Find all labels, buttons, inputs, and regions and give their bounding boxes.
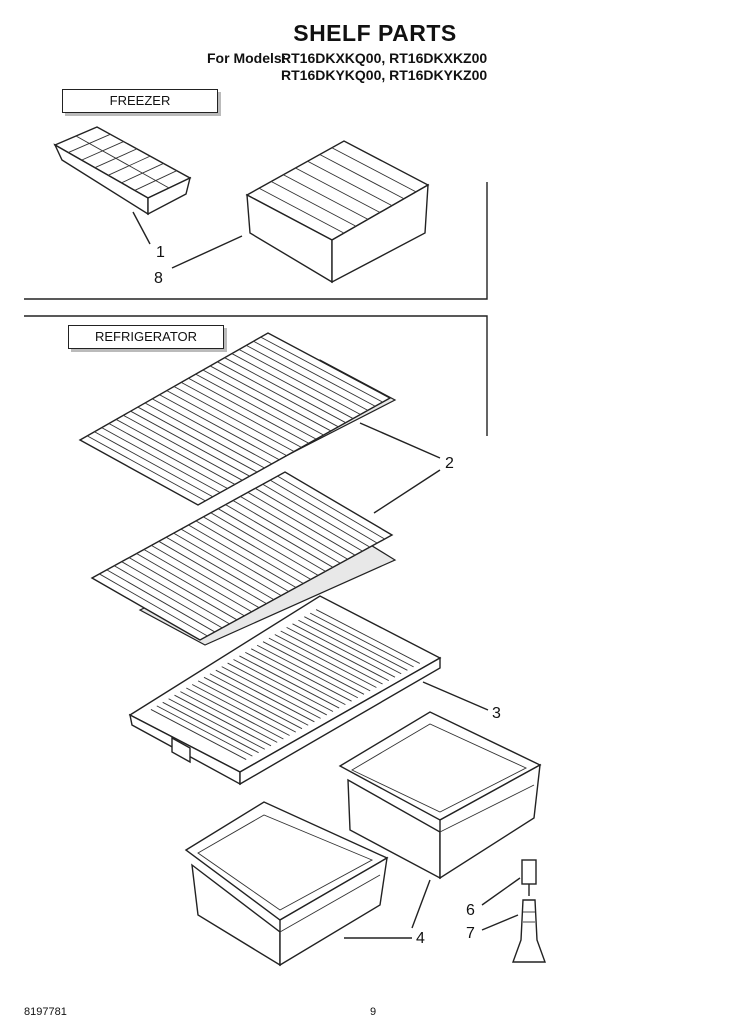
- page-title: SHELF PARTS: [293, 20, 457, 46]
- model-list-line-2: RT16DKYKQ00, RT16DKYKZ00: [281, 67, 488, 83]
- model-list-line-1: RT16DKXKQ00, RT16DKXKZ00: [281, 50, 488, 66]
- callout-2: 2: [445, 455, 454, 472]
- freezer-wire-shelf: [245, 140, 430, 284]
- refrigerator-section-frame: [24, 315, 488, 436]
- leveler-clip: [521, 859, 537, 896]
- freezer-section-frame: [24, 182, 488, 300]
- crisper-cover-shelf: [128, 595, 442, 786]
- callout-6: 6: [466, 902, 475, 919]
- callout-7: 7: [466, 925, 475, 942]
- crisper-drawer-right: [338, 711, 542, 880]
- ice-cube-tray: [53, 126, 192, 216]
- document-number: 8197781: [24, 1006, 67, 1018]
- crisper-drawer-left: [184, 801, 389, 967]
- callout-8: 8: [154, 270, 163, 287]
- leveler-leg: [512, 899, 546, 963]
- wire-shelf-lower: [90, 471, 397, 646]
- callout-1: 1: [156, 244, 165, 261]
- leader-lines: [132, 211, 521, 939]
- freezer-section-label: FREEZER: [62, 89, 218, 113]
- refrigerator-section-label: REFRIGERATOR: [68, 325, 224, 349]
- page-number: 9: [370, 1006, 377, 1018]
- callout-4: 4: [416, 930, 425, 947]
- wire-shelf-upper: [78, 332, 397, 506]
- models-label: For Models:: [207, 50, 287, 66]
- callout-3: 3: [492, 705, 501, 722]
